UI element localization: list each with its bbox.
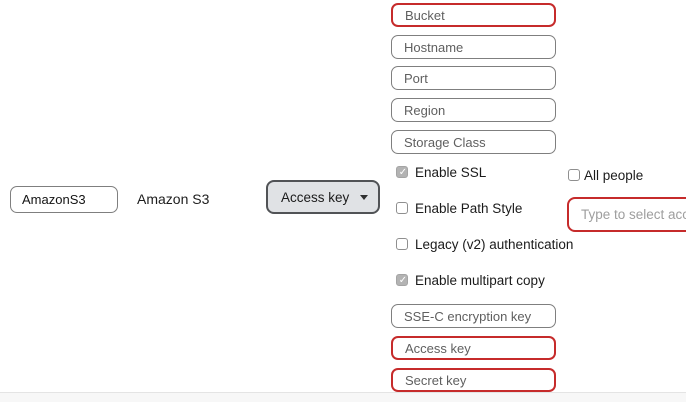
legacy-v2-auth-checkbox[interactable] bbox=[396, 238, 408, 250]
enable-path-style-label: Enable Path Style bbox=[415, 200, 523, 216]
enable-multipart-copy-label: Enable multipart copy bbox=[415, 272, 545, 288]
region-input[interactable] bbox=[391, 98, 556, 122]
enable-ssl-label: Enable SSL bbox=[415, 164, 487, 180]
chevron-down-icon bbox=[360, 194, 368, 200]
legacy-v2-auth-option[interactable]: Legacy (v2) authentication bbox=[396, 236, 574, 252]
port-input[interactable] bbox=[391, 66, 556, 90]
panel-footer-divider bbox=[0, 392, 686, 402]
enable-path-style-option[interactable]: Enable Path Style bbox=[396, 200, 523, 216]
hostname-input[interactable] bbox=[391, 35, 556, 59]
profile-id-input[interactable] bbox=[10, 186, 118, 213]
account-select-input[interactable] bbox=[567, 197, 686, 232]
enable-ssl-checkbox[interactable] bbox=[396, 166, 409, 179]
storage-class-input[interactable] bbox=[391, 130, 556, 154]
all-people-label: All people bbox=[584, 167, 644, 183]
profile-name-label: Amazon S3 bbox=[137, 191, 210, 207]
all-people-option[interactable]: All people bbox=[568, 167, 644, 183]
auth-method-selected-value: Access key bbox=[281, 189, 350, 205]
secret-key-input[interactable] bbox=[391, 368, 556, 392]
enable-path-style-checkbox[interactable] bbox=[396, 202, 408, 214]
bucket-input[interactable] bbox=[391, 3, 556, 27]
sse-c-encryption-key-input[interactable] bbox=[391, 304, 556, 328]
enable-ssl-option[interactable]: Enable SSL bbox=[396, 164, 487, 180]
enable-multipart-copy-checkbox[interactable] bbox=[396, 274, 409, 287]
all-people-checkbox[interactable] bbox=[568, 169, 580, 181]
access-key-input[interactable] bbox=[391, 336, 556, 360]
legacy-v2-auth-label: Legacy (v2) authentication bbox=[415, 236, 574, 252]
enable-multipart-copy-option[interactable]: Enable multipart copy bbox=[396, 272, 545, 288]
auth-method-select[interactable]: Access key bbox=[266, 180, 380, 214]
